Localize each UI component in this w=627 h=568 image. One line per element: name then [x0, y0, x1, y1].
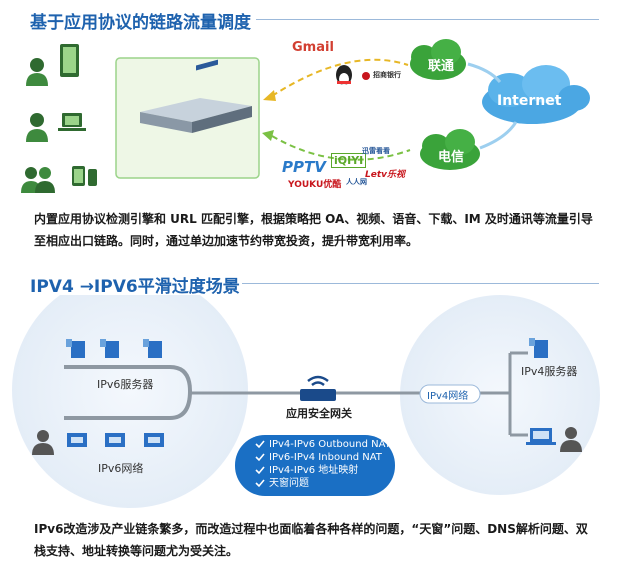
- ipv4-server-label: IPv4服务器: [521, 365, 578, 378]
- ipv4-connector: [480, 351, 528, 437]
- ipv6-connector: [169, 365, 193, 420]
- renren-logo: 人人网: [346, 178, 367, 186]
- user-desktop-icon: [26, 44, 79, 86]
- telecom-route-arrow: [271, 135, 411, 161]
- internet-label: Internet: [497, 93, 562, 109]
- feature-list: IPv4-IPv6 Outbound NAT IPv6-IPv4 Inbound…: [269, 438, 391, 490]
- ipv4-network-pill: [419, 384, 481, 404]
- qq-icon: [336, 65, 352, 85]
- network-appliance-icon: [140, 59, 252, 133]
- feature-item: IPv4-IPv6 地址映射: [269, 465, 359, 476]
- feature-item: IPv6-IPv4 Inbound NAT: [269, 452, 382, 463]
- ipv4-network-label: IPv4网络: [427, 391, 469, 402]
- bank-logo-text: 招商银行: [373, 71, 401, 79]
- iqiyi-logo: iQIYI: [331, 153, 367, 168]
- ipv6-admin-user-icon: [32, 430, 54, 455]
- unicom-cloud: [410, 39, 466, 80]
- ipv6-client-bar: [64, 416, 170, 420]
- ipv6-zone-bg: [12, 295, 248, 508]
- section2-divider: [242, 283, 599, 284]
- bank-logo-icon: [362, 72, 370, 80]
- feature-item: IPv4-IPv6 Outbound NAT: [269, 439, 391, 450]
- ipv6-server-bar: [64, 365, 170, 369]
- ipv6-client-icons: [67, 433, 164, 447]
- youku-logo: YOUKU优酷: [288, 180, 342, 190]
- section2-description: IPv6改造涉及产业链条繁多，而改造过程中也面临着各种各样的问题，“天窗”问题、…: [34, 522, 588, 558]
- ipv6-server-icons: [66, 339, 162, 358]
- section1-description: 内置应用协议检测引擎和 URL 匹配引擎，根据策略把 OA、视频、语音、下载、I…: [34, 212, 593, 248]
- user-laptop-icon: [26, 113, 86, 142]
- gmail-logo: Gmail: [292, 40, 334, 55]
- telecom-cloud: [420, 129, 480, 170]
- telecom-label: 电信: [438, 150, 465, 165]
- ipv4-server-icon: [529, 338, 548, 358]
- xunlei-logo: 迅雷看看: [362, 147, 390, 155]
- user-group-mobile-icon: [21, 166, 97, 193]
- ipv4-laptop-icon: [526, 428, 556, 445]
- router-icon: [300, 375, 336, 401]
- unicom-route-arrow: [271, 58, 409, 97]
- arrow-head: [263, 90, 276, 101]
- unicom-internet-link: [467, 62, 502, 83]
- feature-panel: [235, 435, 395, 496]
- letv-logo: Letv乐视: [365, 170, 406, 180]
- ipv4-user-icon: [560, 427, 582, 452]
- section2-title: IPV4 →IPV6平滑过度场景: [30, 277, 240, 297]
- traffic-diagram: [21, 39, 590, 193]
- ipv6-network-label: IPv6网络: [98, 462, 144, 475]
- ipv6-transition-diagram: [12, 295, 600, 508]
- feature-item: 天窗问题: [269, 478, 309, 489]
- arrow-head: [262, 130, 274, 141]
- pptv-logo: PPTV: [282, 158, 326, 176]
- ipv6-server-label: IPv6服务器: [97, 378, 154, 391]
- section1-title: 基于应用协议的链路流量调度: [30, 13, 251, 33]
- feature-check-icons: [255, 440, 265, 488]
- unicom-label: 联通: [428, 59, 455, 74]
- gateway-label: 应用安全网关: [286, 407, 352, 420]
- section1-divider: [256, 19, 599, 20]
- telecom-internet-link: [479, 121, 518, 150]
